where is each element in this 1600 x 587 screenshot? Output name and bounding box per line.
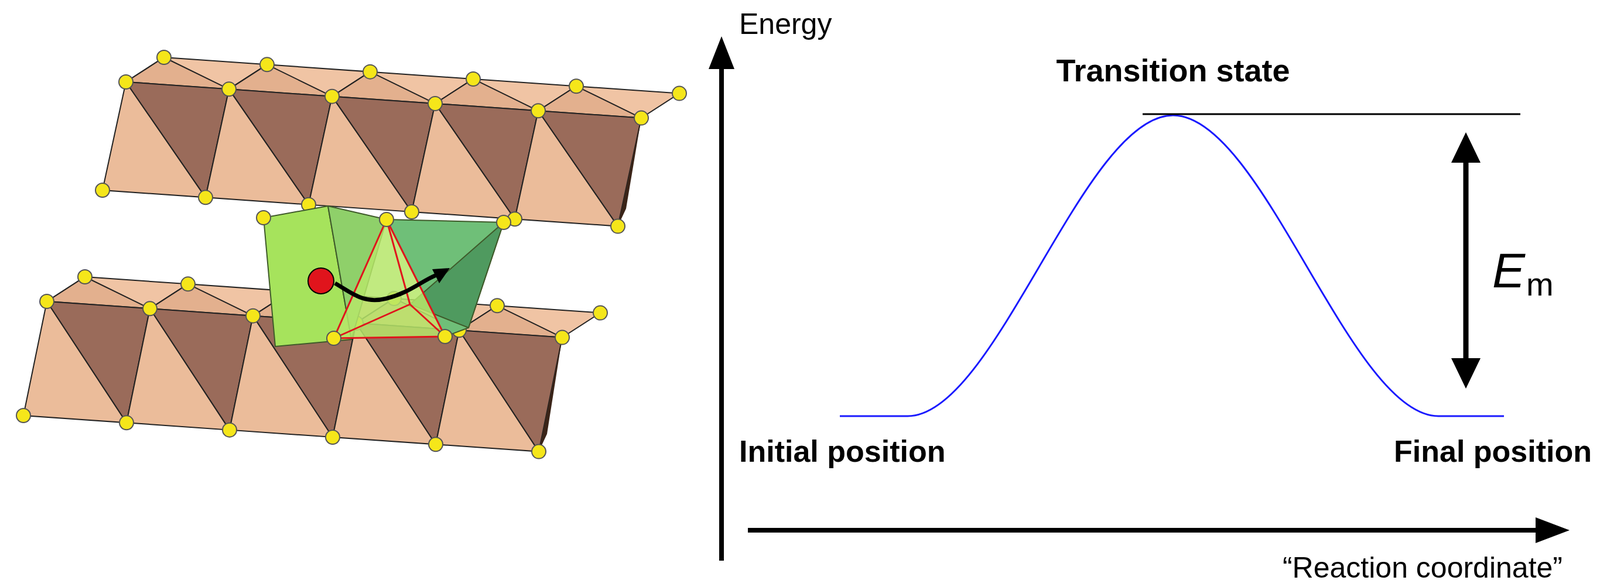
oxygen-atom (379, 212, 394, 227)
oxygen-atom (634, 111, 649, 126)
arrowhead (1451, 358, 1481, 389)
axis-arrowhead (1535, 517, 1570, 544)
oxygen-atom (555, 330, 570, 345)
barrier-double-arrow (1463, 158, 1469, 364)
energy-subscript: m (1526, 265, 1554, 304)
oxygen-atom (39, 294, 54, 309)
axis-arrowhead (708, 36, 735, 70)
position-label: Final position (1393, 434, 1592, 470)
oxygen-atom (256, 210, 271, 225)
oxygen-atom (95, 183, 110, 198)
octahedron-shadow (538, 337, 563, 453)
oxygen-atom (198, 190, 213, 205)
oxygen-atom (260, 57, 275, 72)
oxygen-atom (569, 79, 584, 94)
oxygen-atom (496, 215, 511, 230)
oxygen-atom (490, 298, 505, 313)
octahedron-shadow (617, 118, 642, 227)
energy-axis (719, 64, 724, 562)
migrating-ion (308, 268, 334, 294)
oxygen-atom (326, 331, 341, 346)
oxygen-atom (325, 89, 340, 104)
tetrahedral-site (333, 219, 446, 339)
oxygen-atom (531, 103, 546, 118)
octahedron-face (538, 110, 642, 227)
oxygen-atom (142, 301, 157, 316)
oxygen-atom (156, 50, 172, 65)
interlayer-sites (256, 206, 511, 347)
state-label: Transition state (1055, 52, 1290, 89)
oxygen-atom (363, 65, 378, 80)
migration-arrowhead (432, 268, 450, 284)
oxygen-atom (245, 309, 261, 324)
position-label: Initial position (739, 434, 946, 470)
axis-label: Energy (739, 7, 832, 42)
octahedron-face (459, 330, 563, 452)
reaction-coordinate-axis (747, 528, 1541, 533)
oxygen-atom (118, 74, 133, 90)
arrowhead (1451, 132, 1481, 163)
energy-symbol: E (1492, 242, 1526, 300)
oxygen-atom (221, 81, 237, 97)
oxygen-atom (404, 204, 419, 220)
oxygen-atom (77, 269, 92, 285)
oxygen-atom (428, 96, 443, 111)
oxygen-atom (593, 306, 608, 321)
oxygen-atom (222, 423, 237, 438)
transition-level-line (1142, 113, 1521, 116)
upper-octahedral-layer (95, 50, 687, 234)
oxygen-atom (428, 437, 443, 452)
oxygen-atom (610, 219, 625, 234)
oxygen-atom (438, 329, 453, 344)
oxygen-atom (325, 430, 340, 445)
tetrahedron-edge (333, 304, 410, 339)
oxygen-atom (466, 72, 481, 87)
axis-label: “Reaction coordinate” (1282, 551, 1563, 586)
oxygen-atom (531, 445, 546, 460)
migration-path-arrow (334, 275, 437, 301)
oxygen-atom (119, 415, 134, 430)
oxygen-atom (672, 86, 687, 101)
oxygen-atom (16, 408, 31, 423)
oxygen-atom (180, 277, 196, 292)
energy-curve (839, 115, 1504, 417)
